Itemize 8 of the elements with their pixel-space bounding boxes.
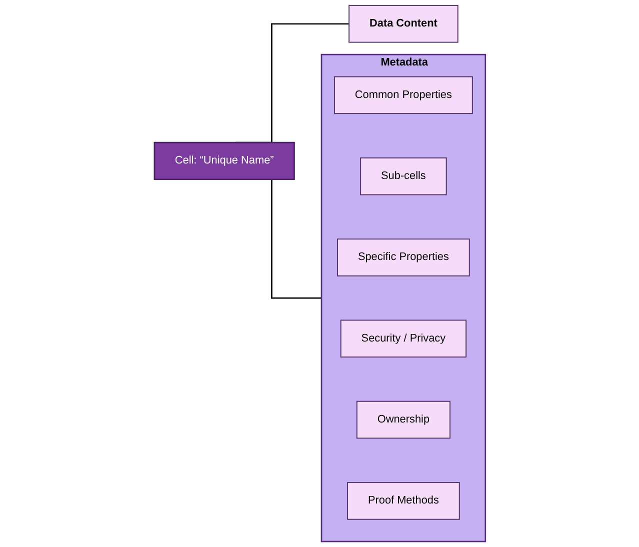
node-box: Cell: “Unique Name”: [153, 142, 294, 180]
node-box: Sub-cells: [360, 157, 446, 196]
node-box: Ownership: [356, 400, 450, 439]
node-box: Data Content: [348, 4, 458, 43]
node-box: Proof Methods: [346, 482, 460, 520]
node-box: Security / Privacy: [340, 320, 466, 358]
node-box: Common Properties: [334, 76, 473, 114]
node-box: Specific Properties: [336, 238, 470, 276]
